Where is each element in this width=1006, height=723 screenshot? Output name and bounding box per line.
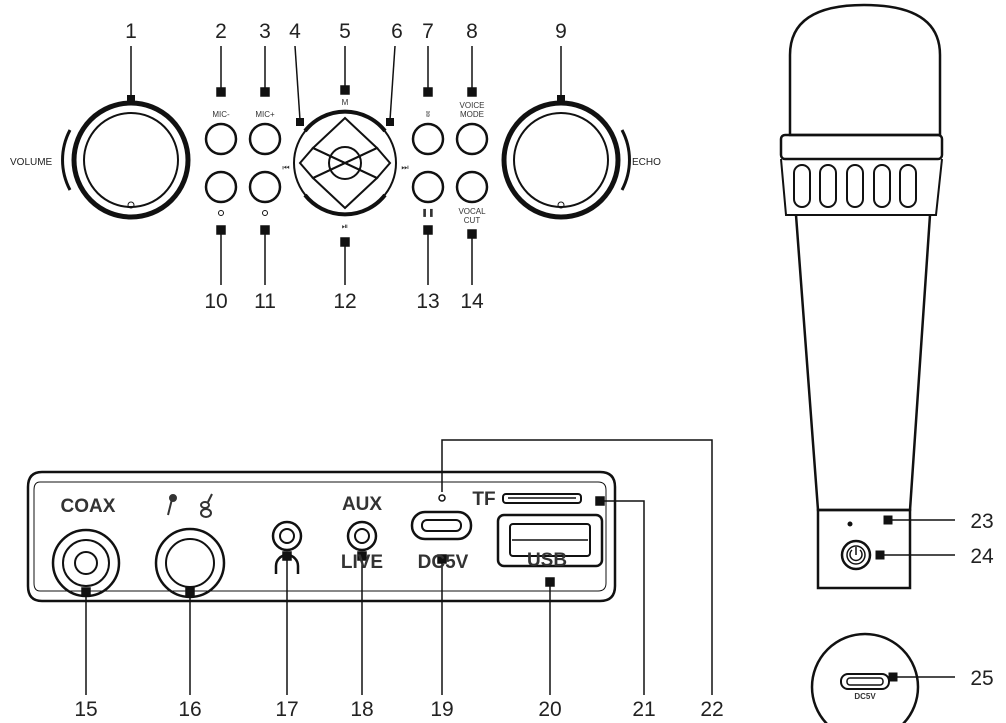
next-icon: ⏭	[401, 163, 408, 172]
dc5v-port	[410, 510, 473, 541]
callout-13: 13	[416, 290, 439, 313]
echo-label: ECHO	[632, 157, 661, 168]
control-panel: VOLUME ECHO MIC- MIC+	[10, 45, 661, 285]
aux-label: AUX	[342, 494, 382, 515]
callout-17: 17	[275, 698, 298, 721]
callout-2: 2	[215, 20, 227, 43]
mic-icon	[167, 494, 177, 516]
callout-7: 7	[422, 20, 434, 43]
callout-15: 15	[74, 698, 97, 721]
mic-bottom-cap	[810, 632, 920, 723]
callout-21: 21	[632, 698, 655, 721]
mic-plus-label: MIC+	[255, 110, 275, 119]
callout-9: 9	[555, 20, 567, 43]
bluetooth-button	[411, 122, 445, 156]
dc5v-label: DC5V	[418, 552, 469, 573]
callout-1: 1	[125, 20, 137, 43]
repeat-icon	[262, 210, 268, 216]
tf-label: TF	[472, 489, 495, 510]
callout-18: 18	[350, 698, 373, 721]
mic-indicator-led	[847, 521, 853, 527]
callout-6: 6	[391, 20, 403, 43]
callout-10: 10	[204, 290, 227, 313]
vocal-cut-label-1: VOCAL	[458, 207, 486, 216]
volume-knob	[61, 95, 191, 220]
callout-24: 24	[970, 545, 994, 568]
callout-5: 5	[339, 20, 351, 43]
callout-11: 11	[254, 290, 276, 313]
voice-mode-button	[455, 122, 489, 156]
callout-4: 4	[289, 20, 301, 43]
mic-plus-button	[248, 122, 282, 156]
play-pause-icon: ⏯	[342, 222, 348, 231]
indicator-led	[438, 494, 446, 502]
callout-19: 19	[430, 698, 453, 721]
callout-25: 25	[970, 667, 993, 690]
aux-port	[346, 520, 378, 552]
callout-3: 3	[259, 20, 271, 43]
voice-mode-label-1: VOICE	[460, 101, 485, 110]
echo-knob	[501, 95, 631, 220]
vocal-cut-button	[455, 170, 489, 204]
microphone	[779, 3, 955, 723]
usb-port	[496, 513, 604, 568]
dpad	[293, 109, 397, 217]
mode-label: M	[342, 98, 349, 107]
mic-minus-label: MIC-	[212, 110, 230, 119]
callout-leaders-top	[130, 45, 562, 285]
mic-dc5v-label: DC5V	[854, 692, 876, 701]
mic-minus-button	[204, 122, 238, 156]
pause-button	[411, 170, 445, 204]
record-button	[204, 170, 238, 204]
mic-power-button	[840, 539, 872, 571]
callout-23: 23	[970, 510, 993, 533]
power-icon	[849, 549, 863, 562]
callout-12: 12	[333, 290, 356, 313]
callout-leaders-ports	[81, 439, 713, 695]
tf-card-slot	[502, 493, 582, 504]
coax-label: COAX	[61, 496, 116, 517]
pause-icon: ❚❚	[421, 208, 434, 217]
usb-label: USB	[527, 550, 567, 571]
callout-20: 20	[538, 698, 561, 721]
callout-8: 8	[466, 20, 478, 43]
callout-14: 14	[460, 290, 484, 313]
voice-mode-label-2: MODE	[460, 110, 484, 119]
vocal-cut-label-2: CUT	[464, 216, 481, 225]
callout-16: 16	[178, 698, 201, 721]
bluetooth-icon: ʬ	[426, 110, 430, 119]
record-icon	[218, 210, 224, 216]
port-panel	[26, 439, 713, 695]
repeat-button	[248, 170, 282, 204]
callout-22: 22	[700, 698, 723, 721]
guitar-icon	[200, 493, 213, 518]
mic-dc5v-port	[840, 673, 890, 690]
volume-label: VOLUME	[10, 157, 53, 168]
live-label: LIVE	[341, 552, 383, 573]
previous-icon: ⏮	[282, 163, 289, 172]
headphone-port	[271, 520, 303, 552]
